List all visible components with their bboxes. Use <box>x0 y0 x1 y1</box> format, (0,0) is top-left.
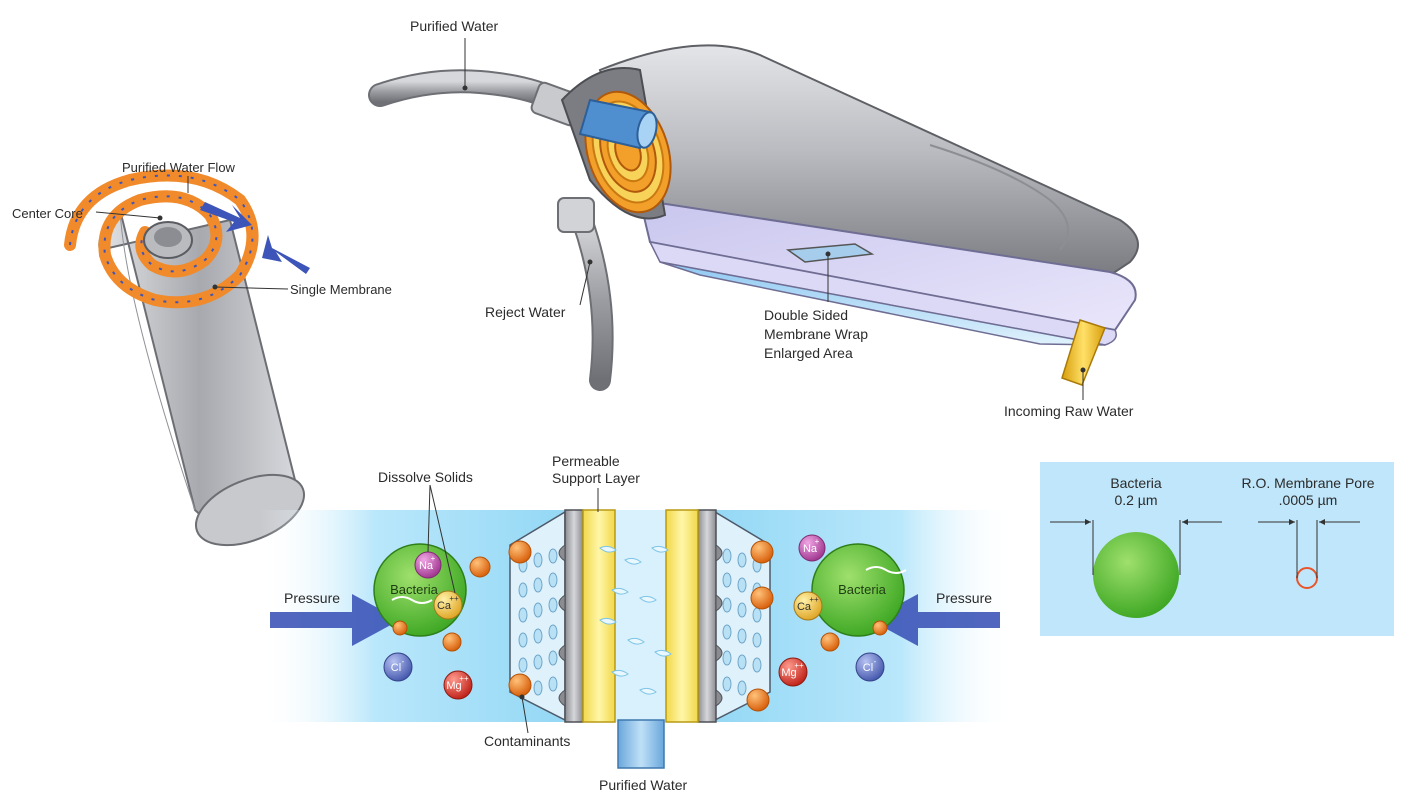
cl-ion-right <box>855 652 885 682</box>
label-pressure-left: Pressure <box>284 590 341 606</box>
label-reject-water: Reject Water <box>485 304 566 320</box>
na-ion-right <box>798 534 826 562</box>
reject-fitting <box>557 197 595 233</box>
mg-right-symbol: Mg <box>781 667 796 679</box>
cl-left-charge: - <box>402 657 405 666</box>
cl-right-charge: - <box>874 657 877 666</box>
label-pore-panel-2: .0005 µm <box>1278 492 1338 508</box>
label-bacteria-panel-1: Bacteria <box>1110 475 1162 491</box>
label-double-sided-1: Double Sided <box>764 307 849 323</box>
label-single-membrane: Single Membrane <box>290 282 392 297</box>
comparison-panel-bg <box>1040 462 1394 636</box>
leader-reject-water <box>579 261 591 306</box>
barrier-bar-right <box>697 509 717 723</box>
membrane-wrap-layer <box>638 198 1137 332</box>
label-purified-water-flow: Purified Water Flow <box>122 160 235 175</box>
label-double-sided-2: Membrane Wrap <box>764 326 869 342</box>
pressure-arrow-left <box>270 594 400 646</box>
na-right-charge: + <box>815 537 820 546</box>
size-comparison-panel <box>1040 462 1394 636</box>
label-purified-water-bottom: Purified Water <box>599 777 688 793</box>
housing-shell <box>598 44 1139 284</box>
cl-right-symbol: Cl <box>863 662 873 674</box>
label-pore-panel-1: R.O. Membrane Pore <box>1241 475 1375 491</box>
label-incoming-raw-water: Incoming Raw Water <box>1004 403 1134 419</box>
na-left-symbol: Na <box>419 560 434 572</box>
pressure-arrow-right <box>870 594 1000 646</box>
leader-dissolve-solids-2 <box>429 484 456 594</box>
label-dissolve-solids: Dissolve Solids <box>378 469 473 485</box>
mg-ion-left <box>443 670 473 700</box>
raw-water-pipe <box>1061 319 1106 386</box>
bacteria-left-text: Bacteria <box>390 582 438 597</box>
support-layer-left <box>582 509 616 723</box>
bacteria-size-sphere <box>1093 532 1179 618</box>
ca-left-symbol: Ca <box>437 600 452 612</box>
mg-left-charge: ++ <box>459 674 469 683</box>
na-left-charge: + <box>431 554 436 563</box>
ca-right-symbol: Ca <box>797 601 812 613</box>
label-center-core: Center Core <box>12 206 83 221</box>
membrane-roll-illustration <box>64 169 310 547</box>
water-droplets <box>599 545 672 695</box>
label-purified-water-top: Purified Water <box>410 18 499 34</box>
label-bacteria-panel-2: 0.2 µm <box>1114 492 1158 508</box>
ca-ion-left <box>433 590 463 620</box>
leader-single-membrane <box>214 286 289 290</box>
ro-housing-illustration <box>368 38 1139 400</box>
ca-ion-right <box>793 591 823 621</box>
contaminant-particles <box>392 540 888 712</box>
leader-contaminants <box>521 696 529 734</box>
leader-dissolve-solids-1 <box>427 484 431 553</box>
membrane-pores <box>518 548 762 696</box>
purified-water-outlet <box>617 719 665 769</box>
center-tube <box>578 98 652 150</box>
ca-right-charge: ++ <box>809 595 819 604</box>
leader-center-core <box>95 211 161 219</box>
label-permeable-1: Permeable <box>552 453 620 469</box>
flow-arrow-out <box>262 235 310 274</box>
ca-left-charge: ++ <box>449 594 459 603</box>
flow-arrow-in <box>200 202 252 232</box>
label-pressure-right: Pressure <box>936 590 993 606</box>
support-layer-right <box>665 509 699 723</box>
na-right-symbol: Na <box>803 543 818 555</box>
label-contaminants: Contaminants <box>484 733 571 749</box>
cross-section-illustration: Na + Na + Cl - Cl - Mg ++ Mg ++ Ca ++ Ca… <box>260 484 1015 769</box>
bacteria-right-text: Bacteria <box>838 582 886 597</box>
mg-left-symbol: Mg <box>446 680 461 692</box>
cl-ion-left <box>383 652 413 682</box>
mg-right-charge: ++ <box>794 661 804 670</box>
cl-left-symbol: Cl <box>391 662 401 674</box>
label-double-sided-3: Enlarged Area <box>764 345 853 361</box>
label-permeable-2: Support Layer <box>552 470 640 486</box>
mg-ion-right <box>778 657 808 687</box>
barrier-bar-left <box>564 509 584 723</box>
orange-spiral <box>64 169 259 309</box>
